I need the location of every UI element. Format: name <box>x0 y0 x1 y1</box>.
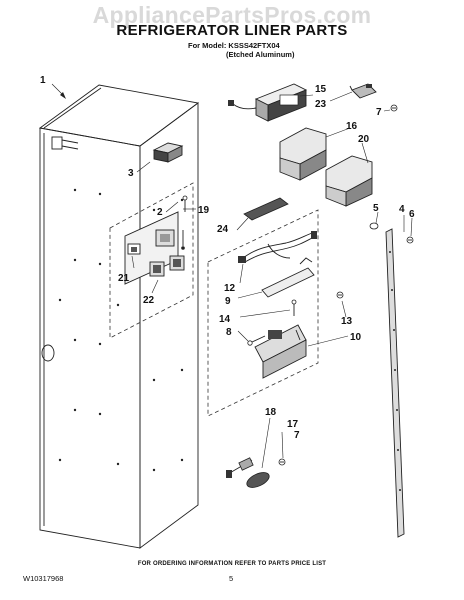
callout-13: 13 <box>341 316 353 327</box>
leader-lines <box>51 83 413 469</box>
air-duct-16 <box>279 127 327 181</box>
callout-8: 8 <box>226 327 232 338</box>
callout-7-bottom: 7 <box>294 430 300 441</box>
clip-23 <box>349 83 377 99</box>
callout-5: 5 <box>373 203 379 214</box>
callout-1: 1 <box>40 75 46 86</box>
callout-24: 24 <box>217 224 229 235</box>
electronic-module <box>228 83 308 122</box>
control-housing-cover <box>247 324 307 379</box>
callout-7-top: 7 <box>376 107 382 118</box>
liner-cabinet <box>38 84 200 549</box>
trim-rod <box>369 222 414 538</box>
callout-20: 20 <box>358 134 370 145</box>
callout-labels: 1 3 2 19 21 22 24 12 9 14 8 13 10 15 23 … <box>40 75 415 441</box>
callout-4: 4 <box>399 204 405 215</box>
light-housing-parts <box>124 195 188 285</box>
page-title: REFRIGERATOR LINER PARTS <box>116 22 348 39</box>
callout-9: 9 <box>225 296 231 307</box>
wire-harness <box>238 231 317 263</box>
callout-2: 2 <box>157 207 163 218</box>
control-parts-group <box>207 209 319 417</box>
light-housing-group <box>109 182 194 339</box>
callout-21: 21 <box>118 273 130 284</box>
control-board <box>261 257 315 316</box>
callout-3: 3 <box>128 168 134 179</box>
watermark-text: AppliancePartsPros.com <box>92 2 372 28</box>
model-info: For Model: KSSS42FTX04 (Etched Aluminum) <box>188 41 294 59</box>
ordering-note: FOR ORDERING INFORMATION REFER TO PARTS … <box>137 561 327 567</box>
callout-23: 23 <box>315 99 327 110</box>
callout-14: 14 <box>219 314 231 325</box>
model-variant: (Etched Aluminum) <box>226 50 295 59</box>
model-number: For Model: KSSS42FTX04 <box>188 41 280 50</box>
callout-15: 15 <box>315 84 327 95</box>
callout-18: 18 <box>265 407 277 418</box>
callout-12: 12 <box>224 283 236 294</box>
document-number: W10317968 <box>23 574 64 583</box>
screw-7-top <box>390 104 398 112</box>
page-number: 5 <box>229 574 234 583</box>
light-socket <box>226 457 286 488</box>
callout-6: 6 <box>409 209 415 220</box>
foam-strip <box>243 197 289 221</box>
callout-22: 22 <box>143 295 155 306</box>
callout-19: 19 <box>198 205 210 216</box>
callout-16: 16 <box>346 121 358 132</box>
control-housing <box>152 142 184 163</box>
cabinet-holes <box>58 188 184 472</box>
callout-10: 10 <box>350 332 362 343</box>
air-duct-20 <box>325 155 373 207</box>
screw-13 <box>336 291 344 299</box>
callout-17: 17 <box>287 419 299 430</box>
